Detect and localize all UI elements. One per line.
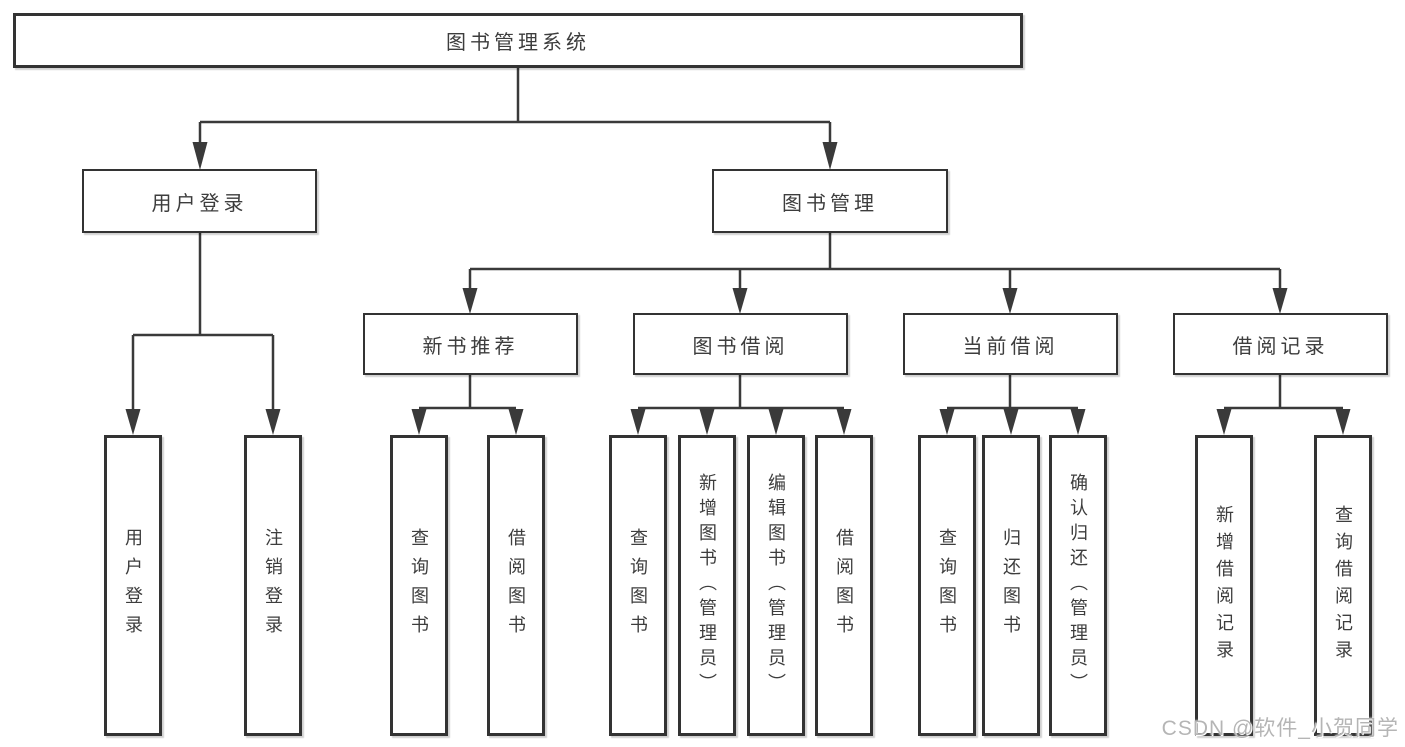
node-label: 借阅记录 [1232, 335, 1329, 358]
node-label: 图书借阅 [692, 335, 789, 358]
node-label: 借阅图书 [834, 527, 854, 644]
node-book-borrow: 图书借阅 [633, 313, 848, 375]
arrow-to-book-management [822, 142, 838, 170]
node-label: 借阅图书 [506, 527, 526, 644]
node-label: 注销登录 [263, 527, 283, 644]
node-label: 用户登录 [123, 527, 143, 644]
node-leaf-cb-confirm-return-admin: 确认归还（管理员） [1049, 435, 1107, 736]
connector-new-book [419, 375, 516, 410]
node-label: 新增图书（管理员） [697, 473, 717, 698]
node-leaf-logout: 注销登录 [244, 435, 302, 736]
node-label: 图书管理 [782, 192, 878, 215]
node-leaf-bb-borrow-books: 借阅图书 [815, 435, 873, 736]
node-label: 查询图书 [628, 527, 648, 644]
connector-borrow-records [1224, 375, 1343, 410]
connector-current-borrow [947, 375, 1078, 410]
node-library-management-system: 图书管理系统 [13, 13, 1023, 68]
node-leaf-bb-add-books-admin: 新增图书（管理员） [678, 435, 736, 736]
node-leaf-br-add-record: 新增借阅记录 [1195, 435, 1253, 736]
watermark: CSDN @软件_小贺同学 [1161, 717, 1399, 740]
node-book-management: 图书管理 [712, 169, 948, 233]
node-new-book-recommend: 新书推荐 [363, 313, 578, 375]
node-label: 编辑图书（管理员） [766, 473, 786, 698]
arrow-to-user-login [192, 142, 208, 170]
node-label: 查询借阅记录 [1333, 504, 1353, 667]
node-borrow-records: 借阅记录 [1173, 313, 1388, 375]
node-label: 用户登录 [151, 192, 248, 215]
node-leaf-cb-query-books: 查询图书 [918, 435, 976, 736]
node-label: 当前借阅 [962, 335, 1059, 358]
node-leaf-nb-query-books: 查询图书 [390, 435, 448, 736]
node-label: 新书推荐 [422, 335, 519, 358]
node-user-login: 用户登录 [82, 169, 317, 233]
node-label: 归还图书 [1001, 527, 1021, 644]
node-label: 图书管理系统 [446, 32, 590, 54]
node-label: 确认归还（管理员） [1068, 473, 1088, 698]
node-leaf-br-query-record: 查询借阅记录 [1314, 435, 1372, 736]
node-label: 新增借阅记录 [1214, 504, 1234, 667]
node-leaf-user-login: 用户登录 [104, 435, 162, 736]
node-leaf-bb-query-books: 查询图书 [609, 435, 667, 736]
connector-book-borrow [638, 375, 844, 410]
node-leaf-cb-return-books: 归还图书 [982, 435, 1040, 736]
connector-book-management [468, 233, 1282, 289]
connector-root [198, 68, 832, 143]
node-leaf-bb-edit-books-admin: 编辑图书（管理员） [747, 435, 805, 736]
node-label: 查询图书 [937, 527, 957, 644]
node-label: 查询图书 [409, 527, 429, 644]
node-leaf-nb-borrow-books: 借阅图书 [487, 435, 545, 736]
node-current-borrow: 当前借阅 [903, 313, 1118, 375]
connector-user-login [131, 233, 275, 410]
